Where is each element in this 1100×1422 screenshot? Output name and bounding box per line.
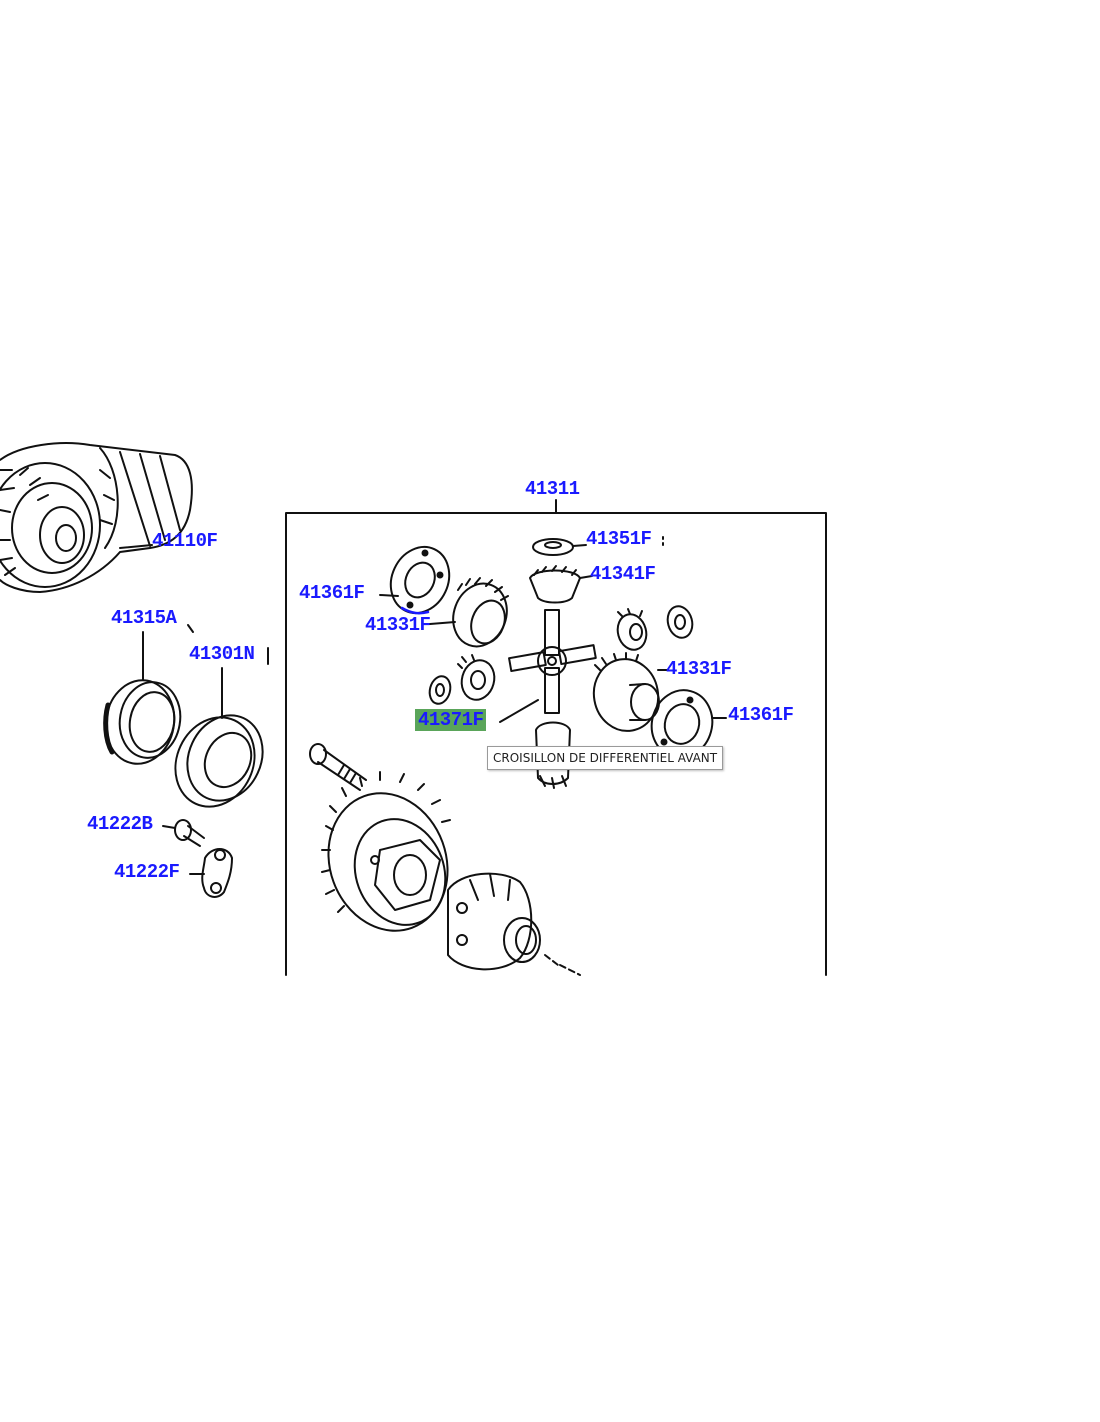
differential-carrier-drawing (0, 442, 193, 593)
differential-case-drawing (447, 872, 581, 976)
part-label-41331F-left[interactable]: 41331F (365, 614, 431, 636)
part-label-41301N[interactable]: 41301N (189, 643, 255, 665)
part-label-41331F-right[interactable]: 41331F (666, 658, 732, 680)
part-label-41110F[interactable]: 41110F (152, 530, 218, 552)
pinion-washer-top-drawing (532, 538, 587, 556)
part-label-41361F-left[interactable]: 41361F (299, 582, 365, 604)
thrust-washer-left-drawing (379, 545, 451, 615)
bolt-drawing (162, 819, 205, 847)
pinion-gear-top-drawing (529, 565, 593, 604)
pinion-gear-bottom-drawing (535, 721, 571, 789)
part-label-41315A[interactable]: 41315A (111, 607, 177, 629)
assembly-box (285, 512, 827, 976)
pinion-washer-left-drawing (428, 675, 452, 705)
pinion-gear-left-drawing (457, 654, 496, 701)
bearing-drawing (174, 667, 264, 808)
side-gear-left-drawing (429, 577, 509, 648)
lock-plate-drawing (189, 848, 233, 898)
part-label-41341F[interactable]: 41341F (590, 563, 656, 585)
bearing-cup-drawing (103, 631, 182, 765)
ring-gear-case-drawing (321, 771, 451, 932)
differential-spider-drawing (499, 609, 597, 723)
part-label-41371F[interactable]: 41371F (415, 709, 487, 731)
part-tooltip: CROISILLON DE DIFFERENTIEL AVANT (487, 746, 724, 770)
case-bolt-drawing (309, 743, 367, 791)
part-label-41311[interactable]: 41311 (525, 478, 580, 500)
part-label-41222B[interactable]: 41222B (87, 813, 153, 835)
part-label-41222F[interactable]: 41222F (114, 861, 180, 883)
part-label-41351F[interactable]: 41351F (586, 528, 652, 550)
pinion-gear-right-drawing (616, 605, 694, 651)
part-label-41361F-right[interactable]: 41361F (728, 704, 794, 726)
side-gear-right-drawing (592, 652, 669, 732)
